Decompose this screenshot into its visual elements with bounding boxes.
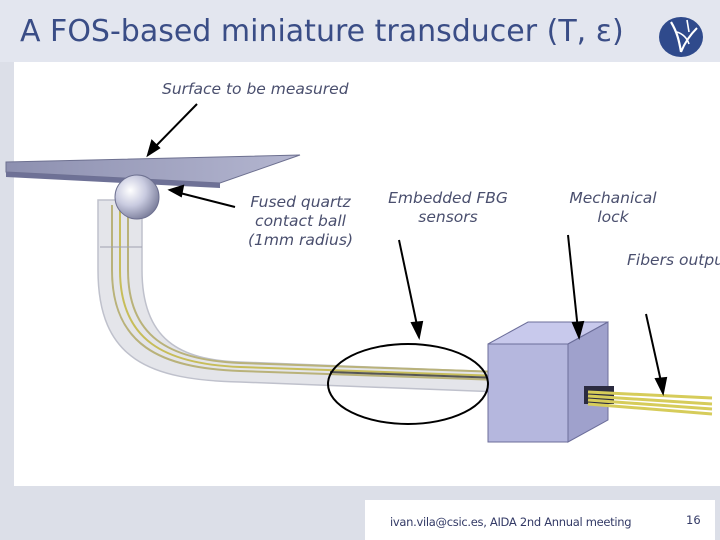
- label-lock-line2: lock: [597, 208, 629, 226]
- page-number: 16: [686, 513, 701, 527]
- label-contact-ball: Fused quartz contact ball (1mm radius): [238, 193, 363, 250]
- label-mechanical-lock: Mechanical lock: [558, 189, 668, 227]
- institute-logo-icon: [659, 17, 703, 57]
- label-lock-line1: Mechanical: [569, 189, 657, 207]
- label-fibers-output: Fibers output: [627, 251, 720, 269]
- footer-text: ivan.vila@csic.es, AIDA 2nd Annual meeti…: [390, 515, 632, 529]
- title-bar: [0, 0, 720, 62]
- label-fbg-sensors: Embedded FBG sensors: [378, 189, 518, 227]
- fbg-highlight-ellipse: [327, 343, 489, 425]
- fiber-bundle: [587, 390, 713, 416]
- label-fbg-line2: sensors: [418, 208, 478, 226]
- label-ball-line2: contact ball: [255, 212, 346, 230]
- contact-ball: [114, 174, 160, 220]
- label-fbg-line1: Embedded FBG: [388, 189, 508, 207]
- label-ball-line1: Fused quartz: [250, 193, 351, 211]
- label-surface: Surface to be measured: [162, 80, 349, 98]
- slide-title: A FOS-based miniature transducer (T, ε): [20, 14, 624, 49]
- label-ball-line3: (1mm radius): [248, 231, 353, 249]
- footer-panel: [365, 500, 715, 540]
